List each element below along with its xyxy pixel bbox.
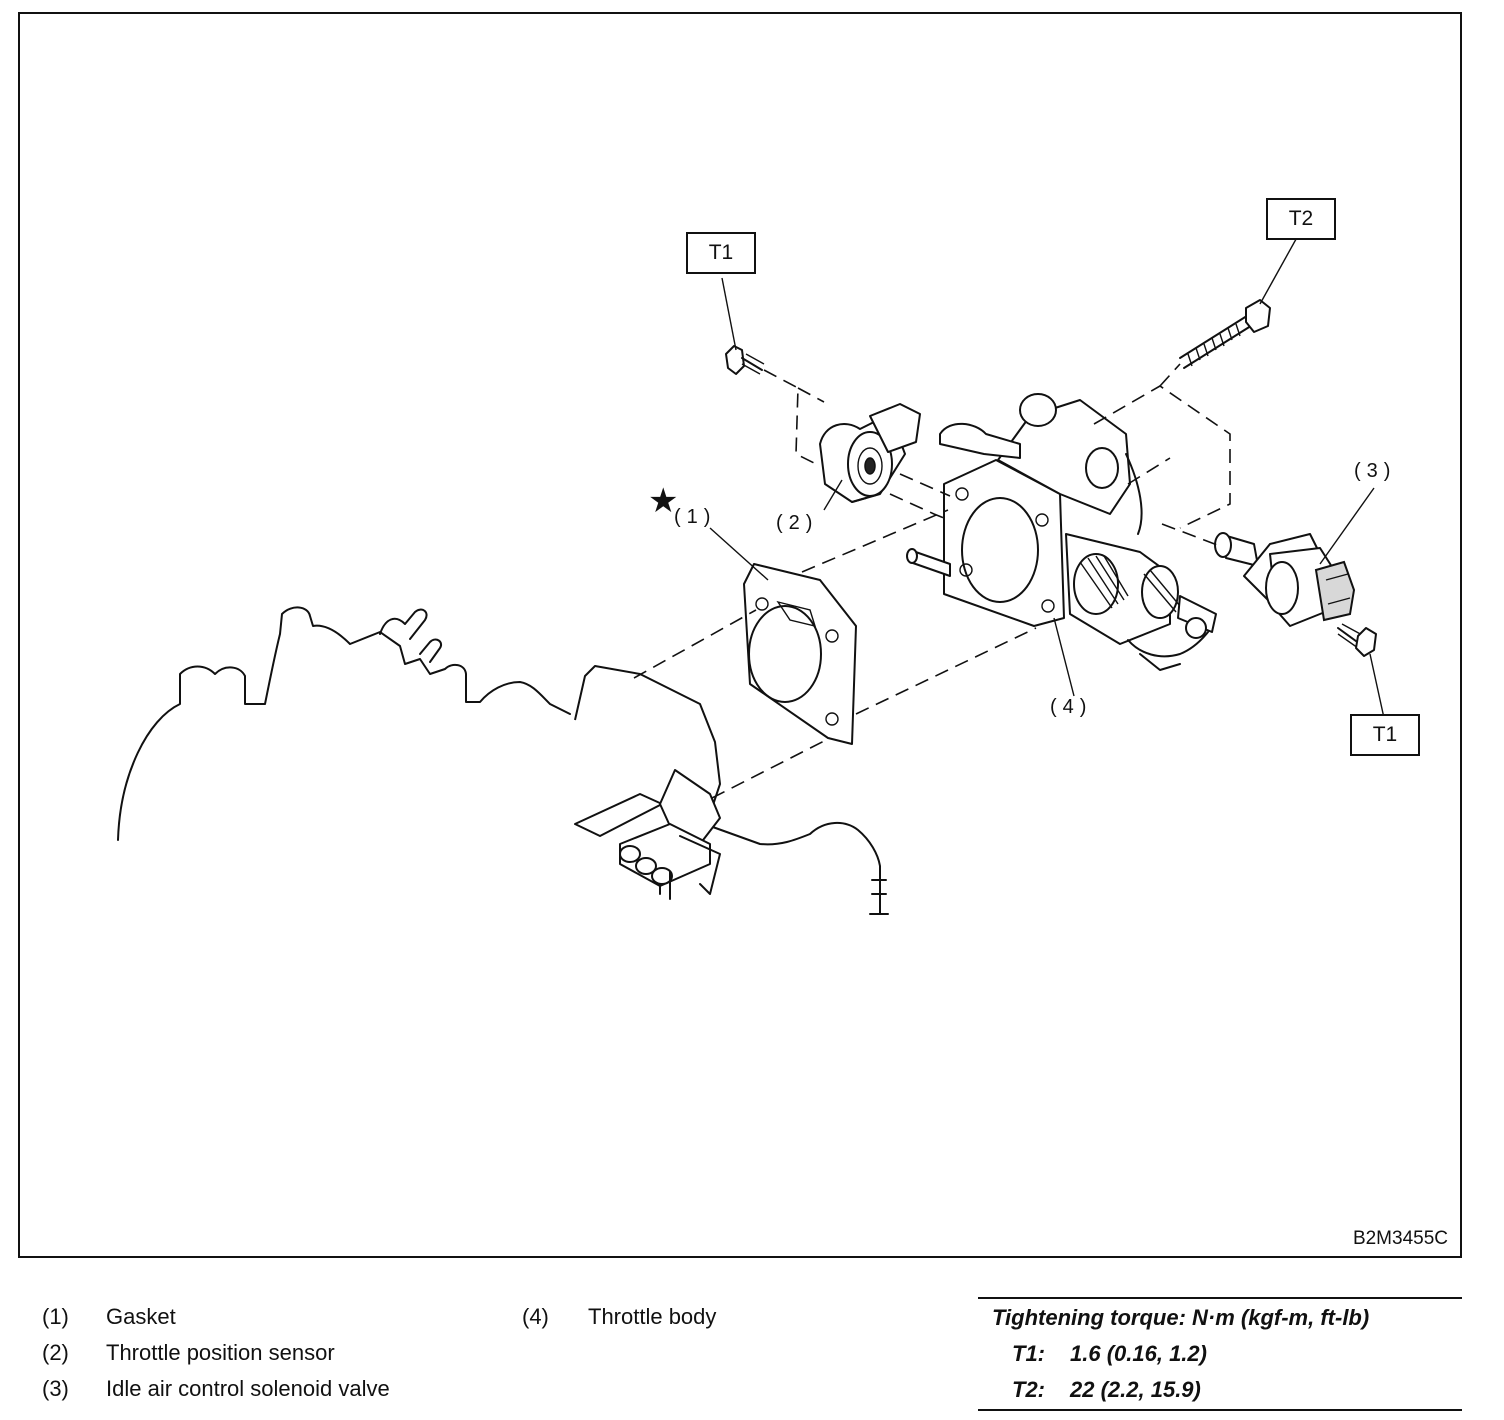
torque-value: 22 (2.2, 15.9) xyxy=(1070,1377,1201,1402)
exploded-view-diagram xyxy=(117,231,1385,915)
legend-number: (3) xyxy=(42,1376,69,1401)
bracket xyxy=(574,769,721,900)
legend-label: Throttle body xyxy=(588,1304,717,1329)
callout-1: (1) xyxy=(674,506,717,528)
torque-mark-t2-top: T2 xyxy=(1266,198,1336,240)
star-icon: ★ xyxy=(648,482,679,520)
legend-label: Gasket xyxy=(106,1304,176,1329)
legend-label: Idle air control solenoid valve xyxy=(106,1376,390,1401)
diagram-frame: T1 T2 T1 ★ (1) (2) (3) (4) B2M3455C xyxy=(18,12,1462,1258)
legend-number: (2) xyxy=(42,1340,69,1365)
legend-number: (1) xyxy=(42,1304,69,1329)
torque-value: 1.6 (0.16, 1.2) xyxy=(1070,1341,1207,1366)
torque-key: T2: xyxy=(1012,1377,1045,1402)
legend-number: (4) xyxy=(522,1304,549,1329)
throttle-body xyxy=(906,393,1217,671)
table-top-rule xyxy=(978,1297,1462,1299)
torque-mark-t1-top: T1 xyxy=(686,232,756,274)
callout-4: (4) xyxy=(1050,696,1093,718)
callout-3: (3) xyxy=(1354,460,1397,482)
alignment-lines xyxy=(633,363,1231,799)
table-bottom-rule xyxy=(978,1409,1462,1411)
torque-mark-t1-right: T1 xyxy=(1350,714,1420,756)
torque-table-header: Tightening torque: N·m (kgf-m, ft-lb) xyxy=(992,1305,1370,1330)
figure-id: B2M3455C xyxy=(1352,1228,1448,1249)
gasket xyxy=(743,563,857,745)
idle-air-control-valve xyxy=(1214,532,1356,627)
callout-2: (2) xyxy=(776,512,819,534)
torque-key: T1: xyxy=(1012,1341,1045,1366)
bolts xyxy=(725,299,1377,657)
throttle-position-sensor xyxy=(819,403,921,503)
leader-lines xyxy=(709,231,1385,719)
legend-label: Throttle position sensor xyxy=(106,1340,335,1365)
